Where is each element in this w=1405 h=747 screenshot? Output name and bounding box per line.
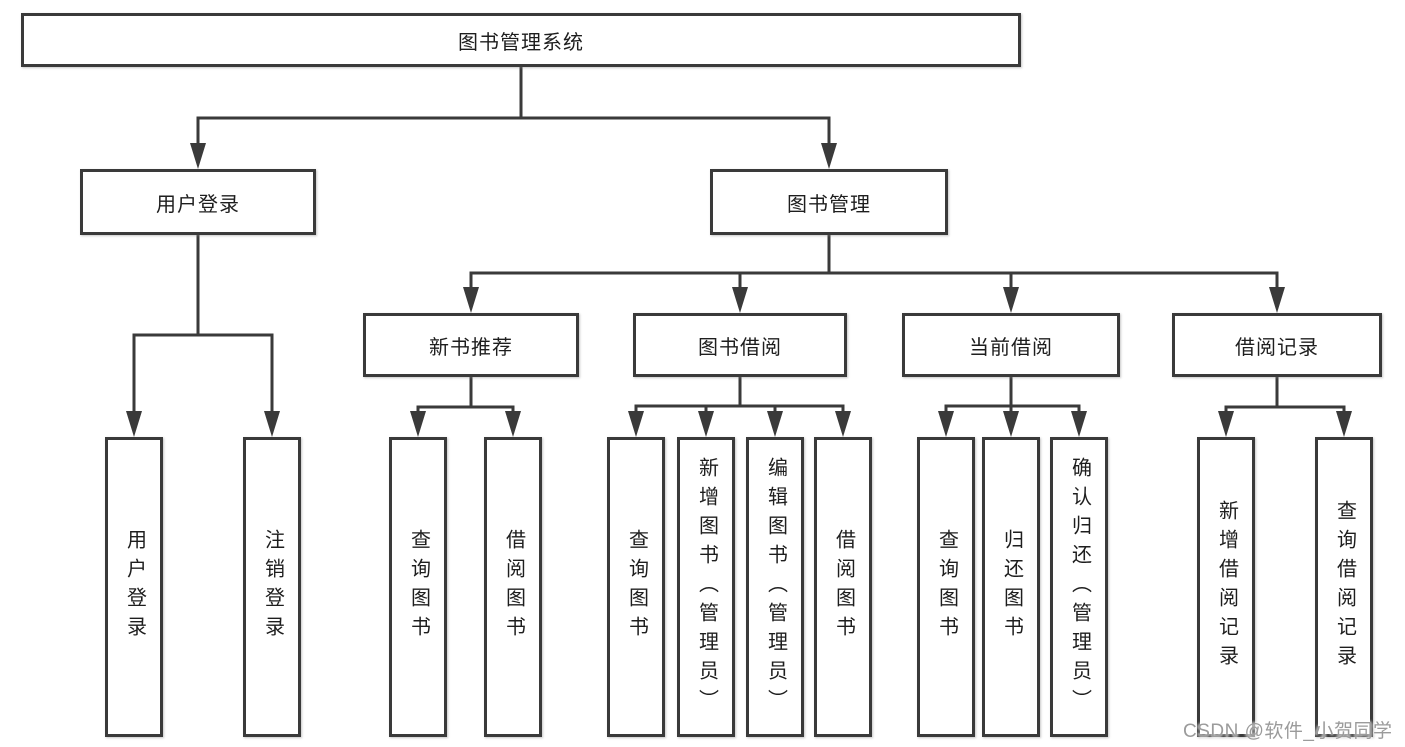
leaf-edit-book-admin: 编辑图书（管理员） xyxy=(746,437,804,737)
node-label: 新增图书（管理员） xyxy=(695,456,718,718)
node-label: 查询图书 xyxy=(625,529,648,645)
node-book-management: 图书管理 xyxy=(710,169,948,235)
leaf-borrow-books-recommend: 借阅图书 xyxy=(484,437,542,737)
csdn-watermark: CSDN @软件_小贺同学 xyxy=(1183,721,1393,742)
leaf-return-books: 归还图书 xyxy=(982,437,1040,737)
node-label: 图书管理系统 xyxy=(458,31,584,54)
leaf-logout: 注销登录 xyxy=(243,437,301,737)
leaf-borrow-books-borrowing: 借阅图书 xyxy=(814,437,872,737)
node-label: 图书管理 xyxy=(787,193,871,216)
leaf-query-borrow-record: 查询借阅记录 xyxy=(1315,437,1373,737)
node-user-login: 用户登录 xyxy=(80,169,316,235)
leaf-user-login: 用户登录 xyxy=(105,437,163,737)
leaf-add-book-admin: 新增图书（管理员） xyxy=(677,437,735,737)
node-label: 查询图书 xyxy=(935,529,958,645)
node-label: 用户登录 xyxy=(123,529,146,645)
node-label: 注销登录 xyxy=(261,529,284,645)
node-new-book-recommend: 新书推荐 xyxy=(363,313,579,377)
node-label: 借阅图书 xyxy=(502,529,525,645)
node-borrowing-records: 借阅记录 xyxy=(1172,313,1382,377)
node-label: 编辑图书（管理员） xyxy=(764,456,787,718)
node-label: 当前借阅 xyxy=(969,336,1053,359)
node-label: 查询借阅记录 xyxy=(1333,500,1356,674)
node-label: 新增借阅记录 xyxy=(1215,500,1238,674)
node-label: 新书推荐 xyxy=(429,336,513,359)
node-label: 用户登录 xyxy=(156,193,240,216)
node-label: 确认归还（管理员） xyxy=(1068,456,1091,718)
node-label: 归还图书 xyxy=(1000,529,1023,645)
leaf-query-books-borrowing: 查询图书 xyxy=(607,437,665,737)
node-label: 借阅图书 xyxy=(832,529,855,645)
leaf-confirm-return-admin: 确认归还（管理员） xyxy=(1050,437,1108,737)
node-label: 查询图书 xyxy=(407,529,430,645)
node-current-borrowing: 当前借阅 xyxy=(902,313,1120,377)
leaf-add-borrow-record: 新增借阅记录 xyxy=(1197,437,1255,737)
node-book-management-system: 图书管理系统 xyxy=(21,13,1021,67)
node-label: 图书借阅 xyxy=(698,336,782,359)
node-book-borrowing: 图书借阅 xyxy=(633,313,847,377)
leaf-query-books-current: 查询图书 xyxy=(917,437,975,737)
leaf-query-books-recommend: 查询图书 xyxy=(389,437,447,737)
node-label: 借阅记录 xyxy=(1235,336,1319,359)
